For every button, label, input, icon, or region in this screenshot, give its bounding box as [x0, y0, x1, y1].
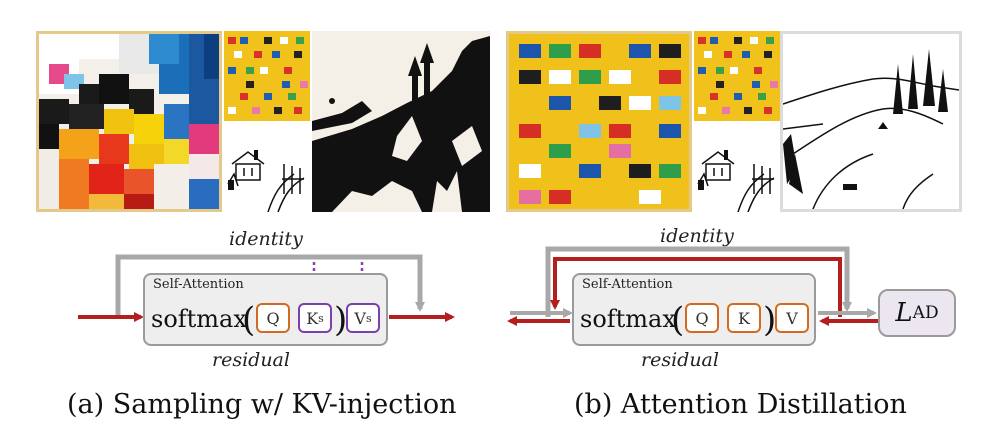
- mosaic-graphic: [39, 34, 219, 209]
- panel-b-style-reference: [694, 31, 780, 121]
- panel-b-softmax-label: softmax: [580, 305, 676, 333]
- panel-b-residual-label: residual: [641, 349, 719, 371]
- panel-a-open-paren: (: [242, 300, 256, 340]
- panel-a-content-reference: [224, 124, 310, 212]
- lego-grid-graphic-b: [694, 31, 780, 121]
- panel-a-structure-image: [312, 31, 490, 212]
- loss-symbol: L: [895, 298, 913, 328]
- panel-b-output-image: [506, 31, 692, 212]
- lego-output-graphic: [509, 34, 689, 209]
- panel-a-key-label: K: [306, 308, 319, 328]
- panel-a-value-label: V: [354, 308, 366, 328]
- panel-b-identity-label: identity: [660, 225, 734, 247]
- line-drawing-graphic: [783, 34, 959, 209]
- panel-a-query-label: Q: [266, 308, 280, 328]
- panel-a-key-subscript: s: [318, 311, 324, 325]
- panel-b-value-label: V: [786, 308, 798, 328]
- panel-b-value-box: V: [775, 303, 809, 333]
- panel-b-self-attention-block: Self-Attention softmax ( Q K ) V: [572, 273, 816, 346]
- lego-grid-graphic: [224, 31, 310, 121]
- panel-b-open-paren: (: [671, 300, 685, 340]
- panel-a-close-paren: ): [334, 300, 348, 340]
- house-sketch-graphic: [224, 124, 310, 212]
- panel-b-query-label: Q: [695, 308, 709, 328]
- panel-a-caption: (a) Sampling w/ KV-injection: [67, 389, 457, 420]
- panel-a-query-box: Q: [256, 303, 290, 333]
- panel-b-self-attention-title: Self-Attention: [582, 277, 673, 292]
- panel-a-softmax-label: softmax: [151, 305, 247, 333]
- panel-a-style-reference: [224, 31, 310, 121]
- panel-a-identity-label: identity: [229, 228, 303, 250]
- panel-a-output-image: [36, 31, 222, 212]
- panel-b-structure-image: [780, 31, 962, 212]
- panel-b-key-box: K: [727, 303, 761, 333]
- panel-b-content-reference: [694, 124, 780, 212]
- panel-b-caption: (b) Attention Distillation: [574, 389, 907, 420]
- silhouette-graphic: [312, 31, 490, 212]
- panel-b-query-box: Q: [685, 303, 719, 333]
- panel-a-self-attention-title: Self-Attention: [153, 277, 244, 292]
- panel-a-value-subscript: s: [365, 311, 372, 325]
- house-sketch-graphic-b: [694, 124, 780, 212]
- panel-a-residual-label: residual: [212, 349, 290, 371]
- panel-b-key-label: K: [738, 308, 750, 328]
- panel-b-close-paren: ): [763, 300, 777, 340]
- loss-subscript: AD: [912, 303, 939, 323]
